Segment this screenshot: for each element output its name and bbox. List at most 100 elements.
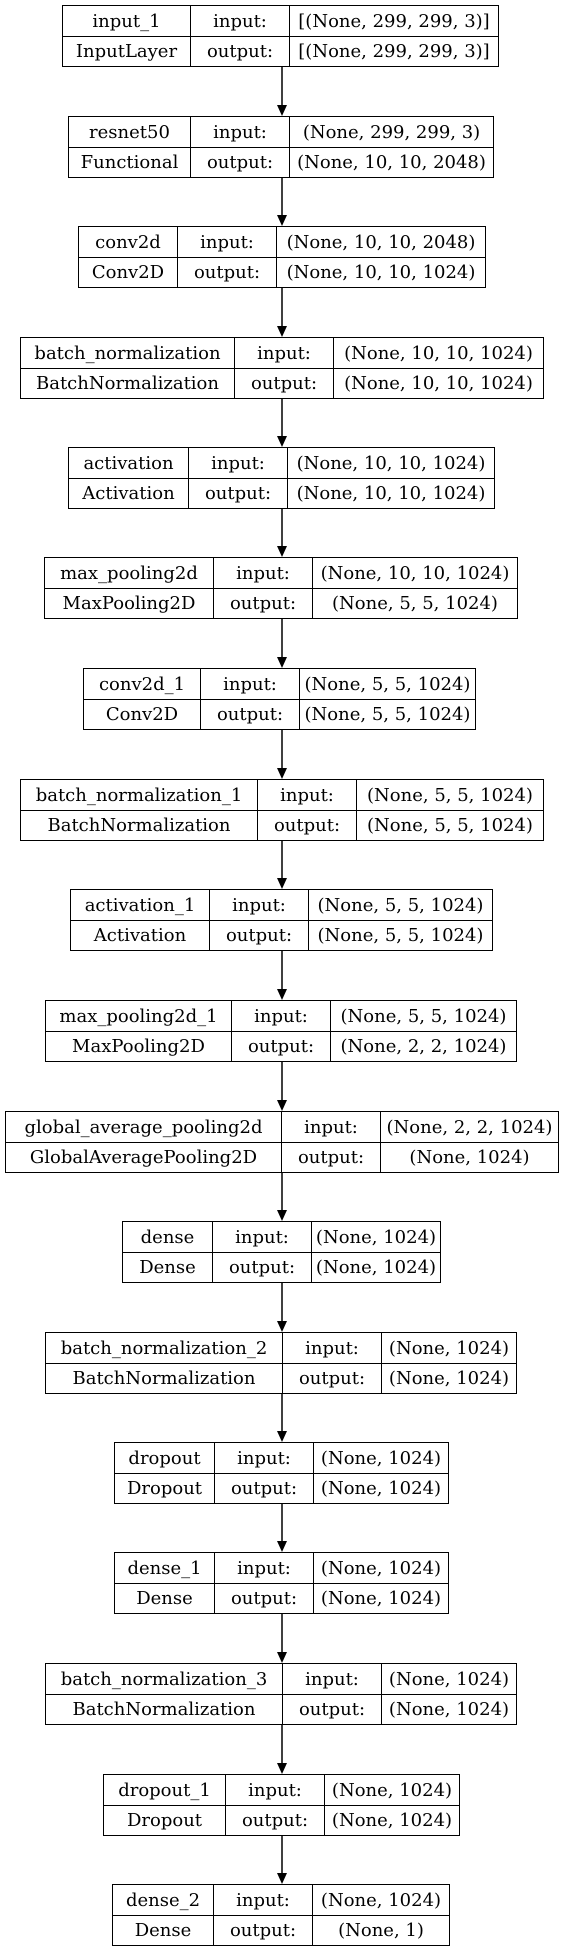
layer-row-top: input_1 input:[(None, 299, 299, 3)]	[63, 6, 498, 36]
output-shape: (None, 10, 10, 1024)	[333, 369, 543, 398]
layer-type: Conv2D	[105, 704, 179, 725]
output-shape: (None, 5, 5, 1024)	[356, 811, 543, 840]
output-label: output:	[257, 811, 356, 840]
input-shape: (None, 299, 299, 3)	[289, 117, 493, 147]
layer-type: BatchNormalization	[72, 1368, 256, 1389]
edge-arrowhead	[277, 1541, 287, 1552]
input-label: input:	[190, 6, 289, 36]
layer-name: dense	[140, 1226, 195, 1248]
output-shape: [(None, 299, 299, 3)]	[289, 37, 498, 66]
input-shape: (None, 1024)	[381, 1333, 516, 1363]
layer-name: batch_normalization_1	[35, 784, 243, 806]
layer-type: Activation	[93, 925, 187, 946]
output-label: output:	[281, 1143, 380, 1172]
layer-name: max_pooling2d_1	[59, 1005, 218, 1027]
edge-arrowhead	[277, 215, 287, 226]
input-label: input:	[282, 1333, 381, 1363]
layer-type: BatchNormalization	[35, 373, 219, 394]
output-shape: (None, 1024)	[311, 1253, 440, 1282]
input-shape: (None, 1024)	[313, 1553, 448, 1583]
output-label: output:	[234, 369, 333, 398]
layer-name: batch_normalization_2	[60, 1337, 268, 1359]
output-label: output:	[231, 1032, 330, 1061]
input-label: input:	[214, 1553, 313, 1583]
layer-node-dense-1: dense_1 input:(None, 1024) Dense output:(No…	[114, 1552, 449, 1614]
output-shape: (None, 10, 10, 1024)	[287, 479, 494, 508]
layer-name: activation	[83, 452, 174, 474]
layer-type: Activation	[82, 483, 175, 504]
input-shape: (None, 10, 10, 2048)	[276, 227, 485, 257]
input-label: input:	[282, 1664, 381, 1694]
input-shape: (None, 2, 2, 1024)	[380, 1112, 558, 1142]
output-shape: (None, 1024)	[381, 1695, 516, 1724]
output-shape: (None, 1024)	[380, 1143, 558, 1172]
edge-arrowhead	[277, 1763, 287, 1774]
output-shape: (None, 1024)	[313, 1474, 448, 1503]
layer-type: Dense	[136, 1588, 193, 1609]
edge-arrowhead	[277, 1210, 287, 1221]
layer-name: batch_normalization	[34, 342, 221, 364]
output-label: output:	[214, 1584, 313, 1613]
layer-name: dropout_1	[118, 1779, 211, 1801]
layer-name: dense_2	[125, 1889, 201, 1911]
layer-name: conv2d	[95, 231, 161, 253]
layer-type: Dense	[134, 1920, 192, 1941]
layer-row-top: dense_1 input:(None, 1024)	[115, 1553, 448, 1583]
edge-arrowhead	[277, 1873, 287, 1884]
input-shape: [(None, 299, 299, 3)]	[289, 6, 498, 36]
input-shape: (None, 5, 5, 1024)	[356, 780, 543, 810]
layer-node-batch-normalization: batch_normalization input:(None, 10, 10, …	[20, 337, 544, 399]
layer-name: input_1	[92, 10, 161, 32]
output-label: output:	[190, 148, 289, 177]
input-label: input:	[188, 448, 287, 478]
input-shape: (None, 5, 5, 1024)	[308, 890, 492, 920]
output-shape: (None, 5, 5, 1024)	[312, 589, 517, 618]
input-shape: (None, 1024)	[381, 1664, 516, 1694]
layer-name: dropout	[128, 1447, 201, 1469]
edge-arrowhead	[277, 768, 287, 779]
input-label: input:	[190, 117, 289, 147]
output-label: output:	[209, 921, 308, 950]
input-label: input:	[200, 669, 299, 699]
layer-row-top: batch_normalization_2 input:(None, 1024)	[46, 1333, 516, 1363]
output-shape: (None, 1024)	[381, 1364, 516, 1393]
input-label: input:	[231, 1001, 330, 1031]
output-label: output:	[177, 258, 276, 287]
layer-name: activation_1	[84, 894, 196, 916]
output-shape: (None, 2, 2, 1024)	[330, 1032, 516, 1061]
edge-arrowhead	[277, 436, 287, 447]
layer-name: dense_1	[127, 1557, 202, 1579]
layer-type: MaxPooling2D	[62, 593, 196, 614]
output-shape: (None, 1)	[312, 1916, 449, 1945]
output-label: output:	[213, 589, 312, 618]
input-label: input:	[234, 338, 333, 368]
